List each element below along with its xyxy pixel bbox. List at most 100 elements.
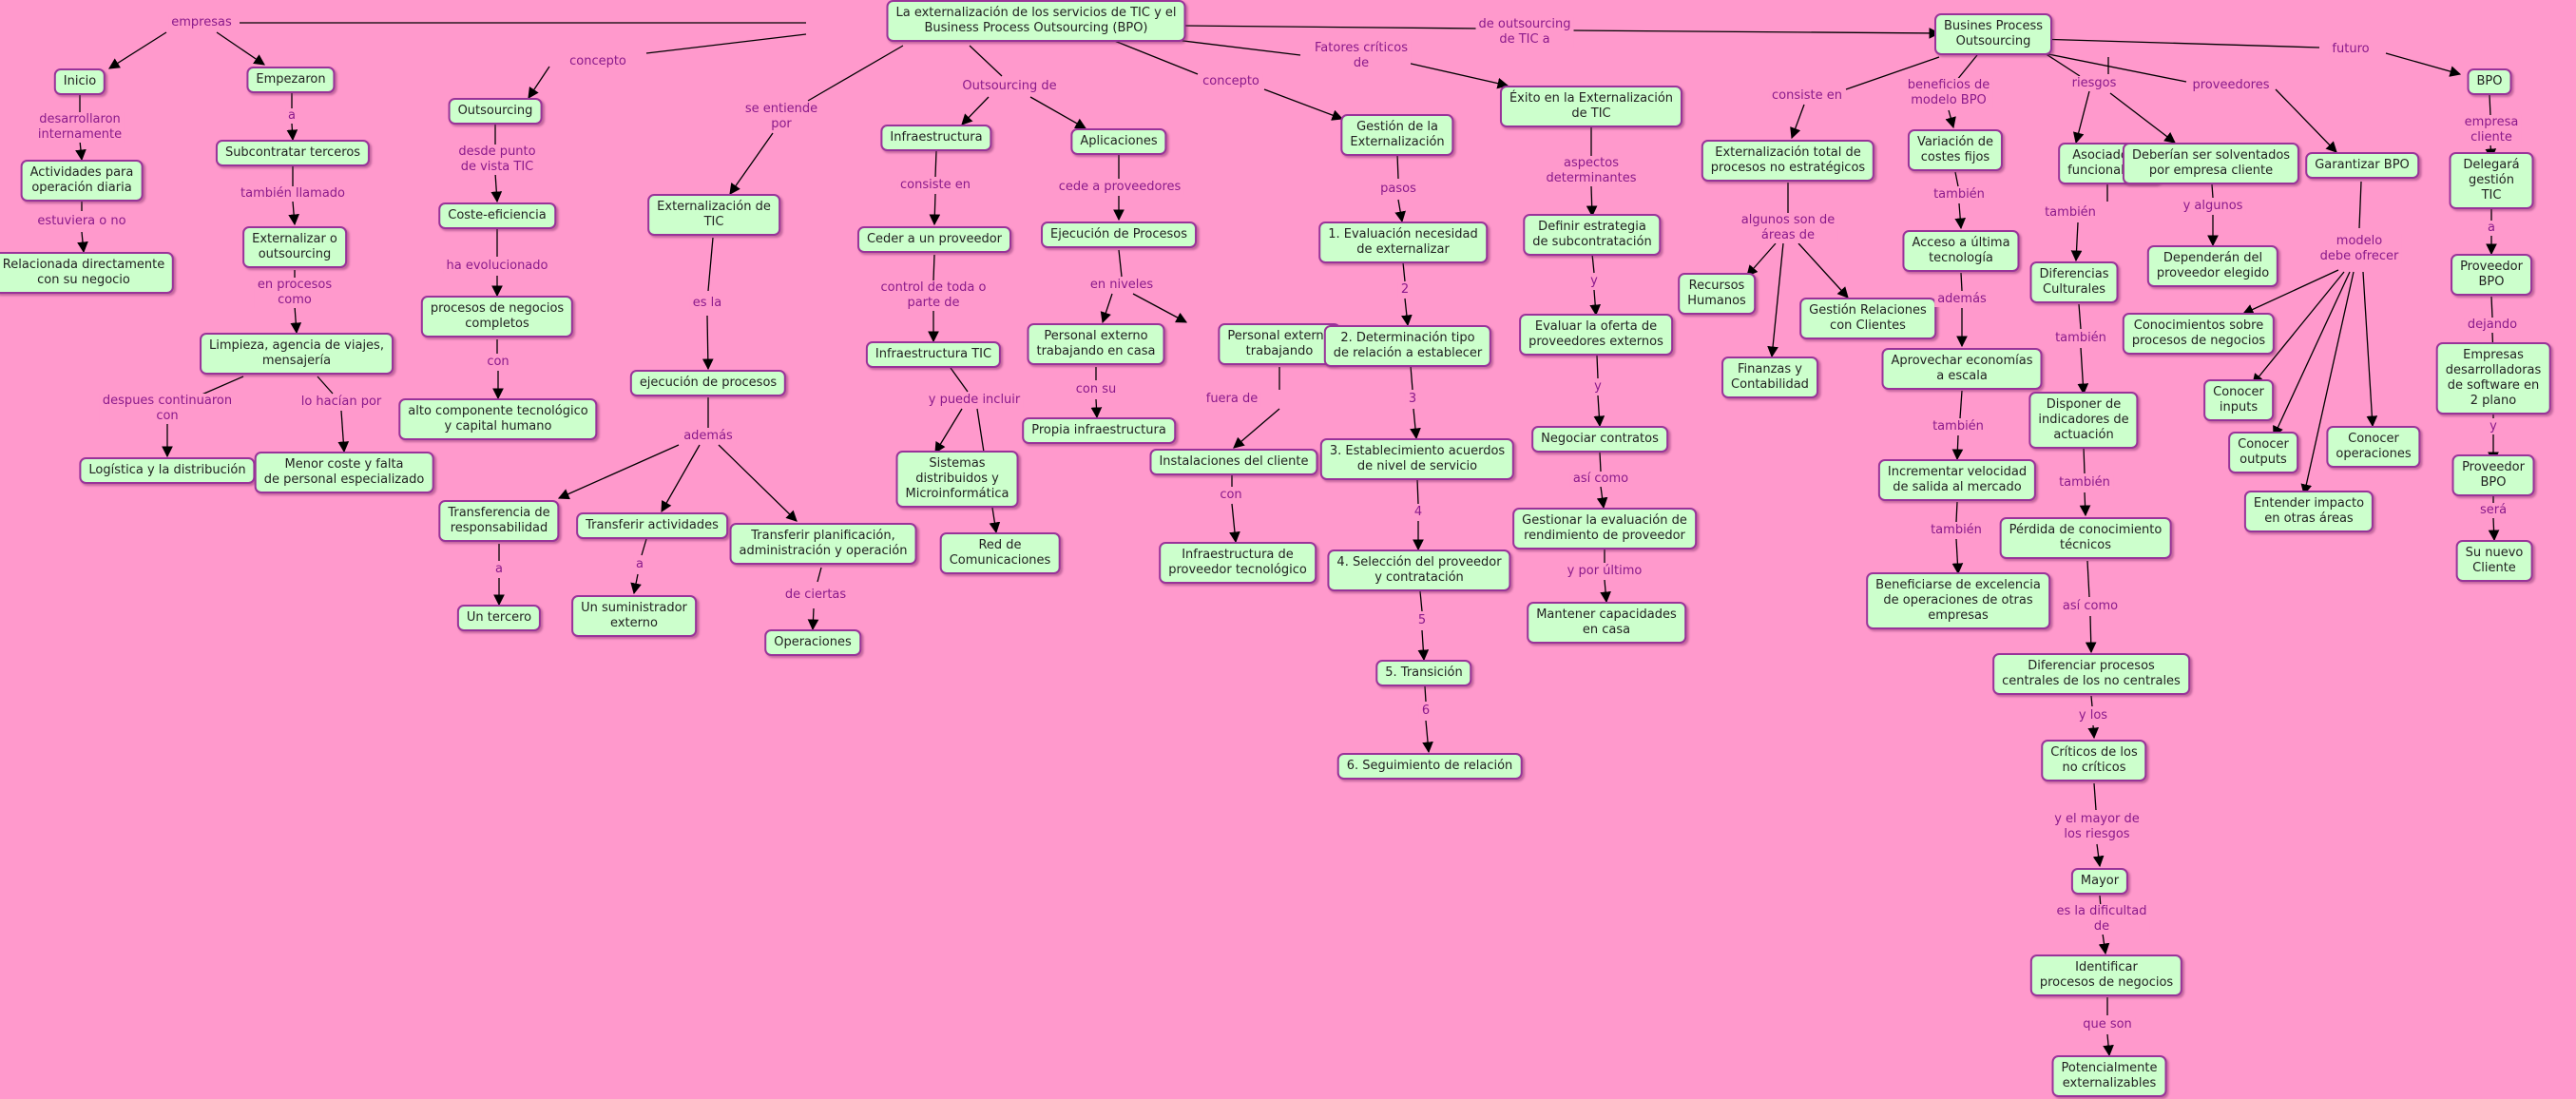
map-node-red-comunicaciones[interactable]: Red de Comunicaciones xyxy=(939,532,1061,574)
connector-line xyxy=(2211,183,2214,199)
map-node-proveedor-bpo[interactable]: Proveedor BPO xyxy=(2451,254,2532,296)
map-node-finanzas[interactable]: Finanzas y Contabilidad xyxy=(1721,357,1818,398)
map-node-menor-coste[interactable]: Menor coste y falta de personal especial… xyxy=(254,452,434,493)
map-node-instalaciones-cliente[interactable]: Instalaciones del cliente xyxy=(1149,449,1318,475)
map-node-gestionar-evaluacion[interactable]: Gestionar la evaluación de rendimiento d… xyxy=(1512,508,1697,550)
map-node-empresas-desarrolladoras[interactable]: Empresas desarrolladoras de software en … xyxy=(2435,342,2551,415)
map-node-externalizar[interactable]: Externalizar o outsourcing xyxy=(242,226,347,268)
map-node-mantener-capacidades[interactable]: Mantener capacidades en casa xyxy=(1527,602,1686,644)
connector-line xyxy=(1596,486,1608,510)
map-node-aplicaciones[interactable]: Aplicaciones xyxy=(1070,128,1167,155)
map-node-empezaron[interactable]: Empezaron xyxy=(246,67,336,93)
map-node-conocer-outputs[interactable]: Conocer outputs xyxy=(2228,432,2298,473)
link-label: cede a proveedores xyxy=(1055,180,1184,195)
map-node-externalizacion-total[interactable]: Externalización total de procesos no est… xyxy=(1701,140,1875,182)
map-node-un-tercero[interactable]: Un tercero xyxy=(456,605,542,631)
map-node-limpieza[interactable]: Limpieza, agencia de viajes, mensajería xyxy=(200,333,394,375)
map-node-conocer-operaciones[interactable]: Conocer operaciones xyxy=(2326,426,2421,468)
map-node-delegara[interactable]: Delegará gestión TIC xyxy=(2449,152,2534,209)
map-node-disponer-indicadores[interactable]: Disponer de indicadores de actuación xyxy=(2028,392,2139,449)
map-node-sistemas[interactable]: Sistemas distribuidos y Microinformática xyxy=(895,451,1019,508)
map-node-definir-estrategia[interactable]: Definir estrategia de subcontratación xyxy=(1523,214,1662,256)
connector-line xyxy=(2086,560,2090,598)
map-node-diferencias-culturales[interactable]: Diferencias Culturales xyxy=(2029,261,2119,303)
map-node-diferenciar-procesos[interactable]: Diferenciar procesos centrales de los no… xyxy=(1992,653,2190,695)
map-node-infraestructura-proveedor[interactable]: Infraestructura de proveedor tecnológico xyxy=(1159,542,1317,584)
connector-line xyxy=(2093,782,2097,811)
map-node-entender-impacto[interactable]: Entender impacto en otras áreas xyxy=(2243,491,2374,532)
map-node-alto-componente[interactable]: alto componente tecnológico y capital hu… xyxy=(398,398,598,440)
map-node-paso-2[interactable]: 2. Determinación tipo de relación a esta… xyxy=(1323,325,1492,367)
map-node-gestion-relaciones[interactable]: Gestión Relaciones con Clientes xyxy=(1799,298,1936,339)
map-node-ejecucion-procesos[interactable]: ejecución de procesos xyxy=(629,370,787,396)
link-label: despues continuaron con xyxy=(99,394,236,424)
map-node-identificar-procesos[interactable]: Identificar procesos de negocios xyxy=(2029,954,2183,996)
link-label: desarrollaron internamente xyxy=(34,112,125,143)
map-node-paso-1[interactable]: 1. Evaluación necesidad de externalizar xyxy=(1318,222,1488,263)
connector-line xyxy=(718,444,798,522)
map-node-paso-3[interactable]: 3. Establecimiento acuerdos de nivel de … xyxy=(1319,438,1515,480)
map-node-personal-casa[interactable]: Personal externo trabajando en casa xyxy=(1027,323,1165,365)
link-label: Outsourcing de xyxy=(959,79,1060,94)
map-node-garantizar-bpo[interactable]: Garantizar BPO xyxy=(2305,152,2419,179)
map-node-infraestructura[interactable]: Infraestructura xyxy=(880,125,992,151)
map-node-ejecucion-de-procesos[interactable]: Ejecución de Procesos xyxy=(1041,222,1197,248)
map-node-criticos[interactable]: Críticos de los no críticos xyxy=(2041,740,2147,781)
map-node-recursos-humanos[interactable]: Recursos Humanos xyxy=(1678,273,1756,315)
map-node-proveedor-bpo-2[interactable]: Proveedor BPO xyxy=(2451,454,2535,496)
connector-line xyxy=(1593,395,1605,428)
connector-line xyxy=(2005,37,2320,48)
map-node-suministrador[interactable]: Un suministrador externo xyxy=(571,595,697,637)
map-node-incrementar-velocidad[interactable]: Incrementar velocidad de salida al merca… xyxy=(1877,459,2037,501)
map-node-negociar-contratos[interactable]: Negociar contratos xyxy=(1531,426,1668,453)
map-node-coste-eficiencia[interactable]: Coste-eficiencia xyxy=(438,202,556,229)
map-node-acceso-tecnologia[interactable]: Acceso a última tecnología xyxy=(1902,230,2020,272)
connector-line xyxy=(961,96,990,125)
map-node-externalizacion-tic[interactable]: Externalización de TIC xyxy=(647,194,780,236)
map-node-outsourcing[interactable]: Outsourcing xyxy=(448,98,543,125)
map-node-evaluar-oferta[interactable]: Evaluar la oferta de proveedores externo… xyxy=(1519,314,1673,356)
map-node-infraestructura-tic[interactable]: Infraestructura TIC xyxy=(865,341,1002,368)
map-node-variacion-costes[interactable]: Variación de costes fijos xyxy=(1907,129,2004,171)
map-node-ceder-proveedor[interactable]: Ceder a un proveedor xyxy=(856,226,1012,253)
map-node-mayor[interactable]: Mayor xyxy=(2070,868,2129,895)
map-node-transferir-planificacion[interactable]: Transferir planificación, administración… xyxy=(729,523,917,565)
map-node-propia-infraestructura[interactable]: Propia infraestructura xyxy=(1022,417,1176,444)
map-node-logistica[interactable]: Logística y la distribución xyxy=(79,457,256,484)
map-node-transferencia[interactable]: Transferencia de responsabilidad xyxy=(438,500,560,542)
map-node-bpo[interactable]: Busines Process Outsourcing xyxy=(1934,13,2052,55)
map-node-nuevo-cliente[interactable]: Su nuevo Cliente xyxy=(2455,540,2533,582)
map-node-personal-trabajando[interactable]: Personal externo trabajando xyxy=(1218,323,1341,365)
map-node-paso-4[interactable]: 4. Selección del proveedor y contratació… xyxy=(1327,550,1511,591)
map-node-operaciones[interactable]: Operaciones xyxy=(764,629,861,656)
map-node-paso-5[interactable]: 5. Transición xyxy=(1375,660,1472,686)
map-node-paso-6[interactable]: 6. Seguimiento de relación xyxy=(1336,753,1523,780)
map-node-conocer-inputs[interactable]: Conocer inputs xyxy=(2203,379,2274,421)
connector-line xyxy=(317,376,334,395)
map-node-exito[interactable]: Éxito en la Externalización de TIC xyxy=(1499,86,1683,127)
map-node-aprovechar-economias[interactable]: Aprovechar economías a escala xyxy=(1881,348,2043,390)
map-node-conocimientos[interactable]: Conocimientos sobre procesos de negocios xyxy=(2122,313,2276,355)
map-node-transferir-actividades[interactable]: Transferir actividades xyxy=(576,512,728,539)
map-node-inicio[interactable]: Inicio xyxy=(53,68,106,95)
map-node-gestion-externalizacion[interactable]: Gestión de la Externalización xyxy=(1340,114,1454,156)
map-node-actividades[interactable]: Actividades para operación diaria xyxy=(20,160,144,202)
map-node-dependeran[interactable]: Dependerán del proveedor elegido xyxy=(2146,245,2279,287)
map-node-relacionada[interactable]: Relacionada directamente con su negocio xyxy=(0,252,175,294)
connector-line xyxy=(1410,365,1413,391)
map-node-procesos-negocios[interactable]: procesos de negocios completos xyxy=(420,296,574,337)
map-node-perdida-conocimiento[interactable]: Pérdida de conocimiento técnicos xyxy=(1999,517,2172,559)
link-label: beneficios de modelo BPO xyxy=(1904,78,1993,108)
connector-line xyxy=(1586,185,1598,218)
connector-line xyxy=(288,201,299,226)
map-node-subcontratar[interactable]: Subcontratar terceros xyxy=(215,140,371,166)
link-label: Fatores críticos de xyxy=(1312,41,1411,71)
map-node-potencialmente[interactable]: Potencialmente externalizables xyxy=(2051,1055,2167,1097)
map-node-beneficiarse[interactable]: Beneficiarse de excelencia de operacione… xyxy=(1866,572,2050,629)
link-label: pasos xyxy=(1377,182,1419,197)
map-node-bpo-futuro[interactable]: BPO xyxy=(2467,68,2512,95)
connector-line xyxy=(2358,181,2362,229)
map-node-root[interactable]: La externalización de los servicios de T… xyxy=(886,0,1186,42)
map-node-deberian[interactable]: Deberían ser solventados por empresa cli… xyxy=(2122,143,2300,184)
link-label: y los xyxy=(2075,708,2111,723)
